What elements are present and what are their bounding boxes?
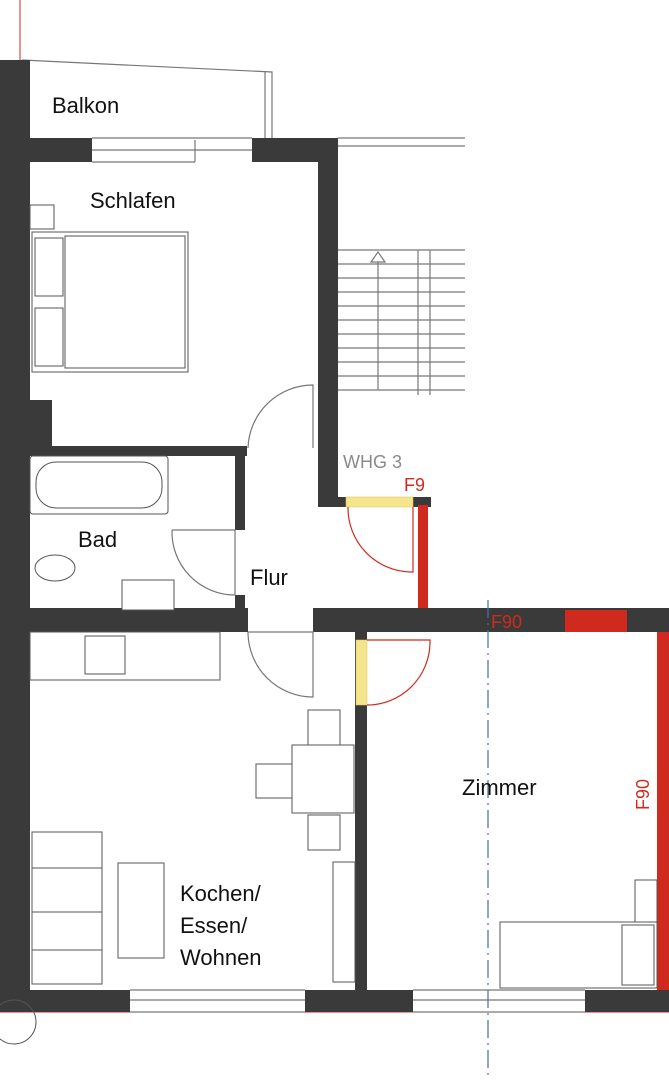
room-label-balkon: Balkon: [52, 93, 119, 118]
windows: [92, 137, 585, 1013]
sofa: [31, 831, 103, 985]
room-label-schlafen: Schlafen: [90, 188, 176, 213]
fire-walls: [418, 505, 669, 990]
door-schlafen: [247, 384, 314, 449]
door-bad: [171, 529, 236, 596]
fire-label-wall-vertical: F90: [633, 779, 653, 810]
room-label-bad: Bad: [78, 527, 117, 552]
room-label-flur: Flur: [250, 565, 288, 590]
door-kochen: [247, 631, 314, 698]
doors: [171, 384, 431, 706]
staircase: [338, 249, 465, 395]
room-label-kochen: Kochen/: [180, 881, 262, 906]
door-zimmer: [366, 639, 431, 706]
fire-label-door: F9: [404, 475, 425, 495]
unit-label: WHG 3: [343, 452, 402, 472]
room-label-essen: Essen/: [180, 913, 248, 938]
room-label-wohnen: Wohnen: [180, 945, 262, 970]
furniture: [29, 204, 658, 989]
fire-label-wall: F90: [491, 612, 522, 632]
table: [291, 744, 355, 814]
sink: [121, 579, 175, 611]
balcony: [21, 59, 273, 138]
stair-arrow-icon: [369, 250, 387, 263]
coffee-table: [117, 862, 165, 959]
room-label-zimmer: Zimmer: [462, 775, 537, 800]
column-marker: [0, 999, 37, 1045]
toilet: [34, 554, 76, 582]
door-entrance: [347, 506, 414, 573]
